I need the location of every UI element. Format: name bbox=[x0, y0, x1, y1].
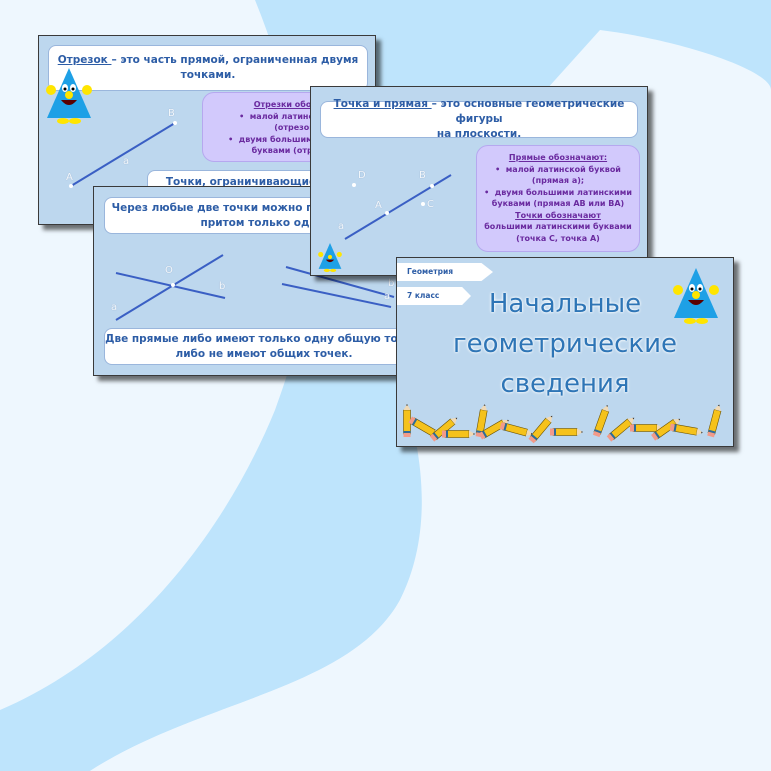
label-B: B bbox=[168, 108, 175, 119]
slide-point-line[interactable]: Точка и прямая – это основные геометриче… bbox=[310, 86, 648, 276]
pencils-border-icon bbox=[403, 404, 722, 444]
note-item: (прямая а); bbox=[531, 176, 585, 185]
slide-title[interactable]: Геометрия 7 класс Начальные геометрическ… bbox=[396, 257, 734, 447]
note-item: большими латинскими буквами bbox=[484, 222, 632, 231]
grade-tag: 7 класс bbox=[397, 287, 471, 305]
triangle-mascot-icon bbox=[673, 268, 719, 324]
point-d bbox=[352, 183, 356, 187]
note-title: Отрезки обозначают bbox=[253, 100, 351, 109]
point-c bbox=[421, 202, 425, 206]
footer-text: Две прямые либо имеют только одну общую … bbox=[105, 332, 423, 345]
presentation-title: Начальные геометрические сведения bbox=[397, 284, 733, 404]
pencil-icon bbox=[429, 417, 458, 442]
note-item: • малой латинской буквой bbox=[495, 164, 621, 174]
point-b bbox=[430, 184, 434, 188]
slide-heading: Отрезок – это часть прямой, ограниченная… bbox=[48, 45, 368, 91]
point-a bbox=[385, 211, 389, 215]
label-A: A bbox=[375, 200, 382, 211]
title-line: геометрические bbox=[453, 329, 677, 359]
title-line: сведения bbox=[500, 369, 630, 399]
note-item: (точка С, точка А) bbox=[516, 233, 600, 243]
label-A: A bbox=[66, 172, 73, 183]
pencil-icon bbox=[499, 422, 533, 437]
pencil-icon bbox=[550, 428, 583, 436]
point-a bbox=[69, 184, 73, 188]
slide-footer: Две прямые либо имеют только одну общую … bbox=[104, 328, 424, 365]
heading-term: Отрезок bbox=[57, 54, 112, 66]
subject-tag: Геометрия bbox=[397, 263, 493, 281]
triangle-mascot-icon bbox=[318, 243, 342, 272]
triangle-mascot-icon bbox=[46, 68, 92, 124]
slide-segment[interactable]: Отрезок – это часть прямой, ограниченная… bbox=[38, 35, 376, 225]
pencil-icon bbox=[528, 415, 553, 444]
label-a2: a bbox=[384, 291, 391, 302]
pencil-icon bbox=[707, 404, 722, 438]
pencil-icon bbox=[442, 430, 475, 438]
footer-text-line2: либо не имеют общих точек. bbox=[175, 347, 353, 360]
label-B: B bbox=[419, 170, 426, 181]
pencil-icon bbox=[669, 423, 703, 436]
point-b bbox=[173, 121, 177, 125]
label-O: O bbox=[165, 265, 173, 276]
notation-note: Прямые обозначают: • малой латинской бук… bbox=[476, 145, 640, 252]
heading-term: Точка и прямая bbox=[333, 98, 432, 110]
segment-figure bbox=[69, 121, 177, 188]
note-item: буквами (прямая АВ или ВА) bbox=[491, 199, 625, 208]
note-item: буквами (отрезок АВ) bbox=[251, 146, 353, 155]
label-C: C bbox=[427, 199, 434, 210]
pencil-icon bbox=[403, 404, 411, 437]
label-b2: b bbox=[388, 278, 395, 289]
label-D: D bbox=[358, 170, 366, 181]
note-item: • двумя большими латинскими bbox=[484, 187, 632, 197]
note-item: • малой латинской буквой bbox=[239, 111, 365, 121]
heading-text: – это основные геометрические фигуры bbox=[431, 98, 625, 125]
point-line-figure bbox=[344, 174, 452, 240]
pencil-icon bbox=[592, 404, 610, 438]
label-a: a bbox=[111, 302, 118, 313]
label-b: b bbox=[219, 281, 226, 292]
note-title: Прямые обозначают: bbox=[508, 153, 608, 162]
label-a: a bbox=[338, 221, 345, 232]
heading-text-line2: на плоскости. bbox=[436, 128, 522, 140]
heading-text: – это часть прямой, ограниченная двумя bbox=[111, 54, 359, 66]
heading-text-line2: точками. bbox=[180, 69, 236, 81]
title-line: Начальные bbox=[488, 289, 642, 319]
lines-figure bbox=[115, 254, 395, 321]
note-item: (отрезок а); bbox=[274, 123, 330, 132]
heading-text-line2: притом только одну. bbox=[200, 216, 328, 229]
point-o bbox=[171, 283, 175, 287]
pencil-icon bbox=[606, 417, 635, 442]
slide-heading: Точка и прямая – это основные геометриче… bbox=[320, 98, 638, 140]
note-title-2: Точки обозначают bbox=[515, 210, 601, 220]
label-a: a bbox=[123, 156, 130, 167]
note-item: • двумя большими латинскими bbox=[228, 134, 376, 144]
